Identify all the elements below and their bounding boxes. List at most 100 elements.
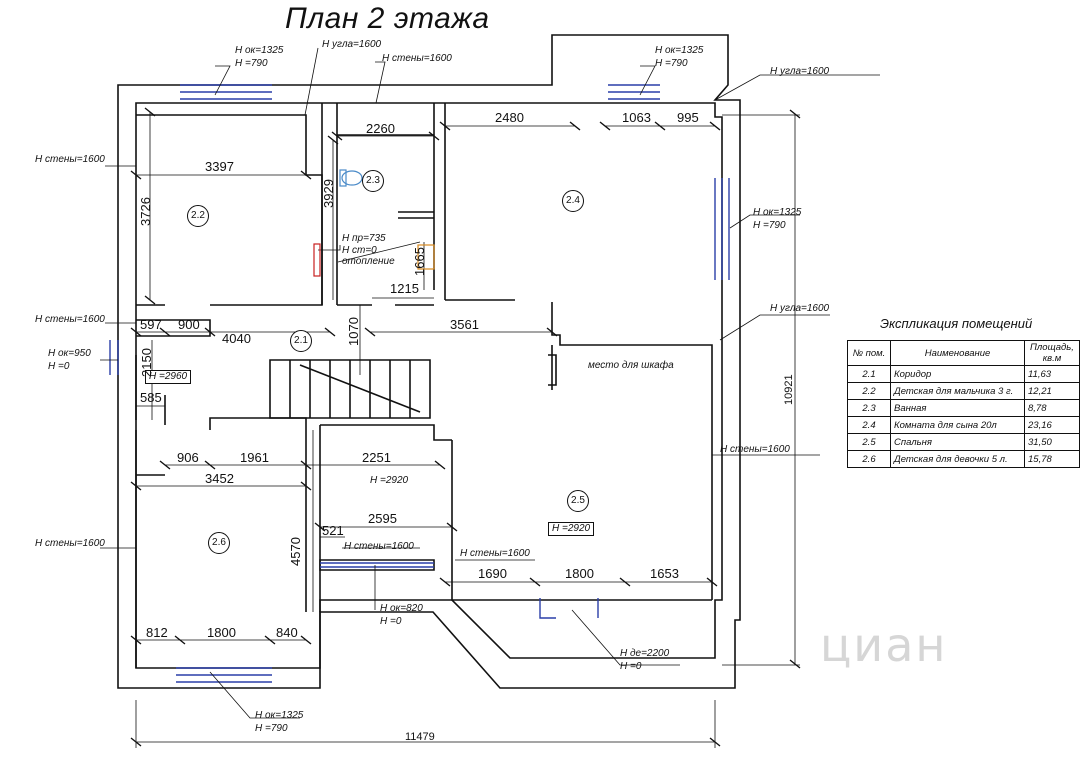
room-marker-2-5: 2.5: [567, 490, 589, 512]
dim-4040: 4040: [222, 331, 251, 346]
label-ok1325-right: H ок=1325: [753, 207, 802, 218]
room-marker-2-3: 2.3: [362, 170, 384, 192]
col-num: № пом.: [847, 340, 891, 366]
window-left: [109, 340, 119, 375]
cell-num: 2.2: [847, 382, 891, 400]
dim-900: 900: [178, 317, 200, 332]
label-steny1600-mid1: H стены=1600: [344, 541, 414, 552]
label-ok1325-bottom: H ок=1325: [255, 710, 304, 721]
label-steny1600-left1: H стены=1600: [35, 154, 105, 165]
room-2-5-walls: [451, 440, 712, 601]
watermark: циан: [820, 618, 948, 672]
dim-812: 812: [146, 625, 168, 640]
inner-wall-outline: [135, 102, 723, 669]
room-2-3-walls: [321, 103, 446, 306]
room-2-2-walls: [136, 114, 323, 306]
cell-area: 15,78: [1024, 450, 1080, 468]
dim-2480: 2480: [495, 110, 524, 125]
sink: [417, 244, 435, 270]
dim-1215: 1215: [390, 281, 419, 296]
dim-1800a: 1800: [565, 566, 594, 581]
explication-title: Экспликация помещений: [880, 316, 1033, 331]
label-steny1600-left2: H стены=1600: [35, 314, 105, 325]
label-ugla1600-right2: H угла=1600: [770, 303, 830, 314]
label-h790-top-a: H =790: [235, 58, 268, 69]
dim-585: 585: [140, 390, 162, 405]
dim-521: 521: [322, 523, 344, 538]
cell-name: Комната для сына 20л: [890, 416, 1025, 434]
radiator: [313, 243, 321, 277]
dim-2595: 2595: [368, 511, 397, 526]
table-row: 2.6 Детская для девочки 5 л. 15,78: [847, 450, 1080, 468]
page-title: План 2 этажа: [285, 2, 490, 35]
cell-name: Спальня: [890, 433, 1025, 451]
height-bedroom: H =2920: [548, 522, 595, 536]
corridor-walls: [136, 319, 452, 441]
dim-3397: 3397: [205, 159, 234, 174]
cell-area: 23,16: [1024, 416, 1080, 434]
cell-num: 2.6: [847, 450, 891, 468]
cell-name: Детская для девочки 5 л.: [890, 450, 1025, 468]
room-2-6-walls: [135, 425, 321, 668]
toilet: [341, 170, 363, 186]
label-wardrobe: место для шкафа: [588, 360, 674, 371]
cell-area: 8,78: [1024, 399, 1080, 417]
table-row: 2.2 Детская для мальчика 3 г. 12,21: [847, 382, 1080, 400]
cell-area: 12,21: [1024, 382, 1080, 400]
dim-3726: 3726: [138, 197, 153, 226]
window-top-left: [180, 84, 272, 100]
label-ok820: H ок=820: [380, 603, 423, 614]
cell-num: 2.4: [847, 416, 891, 434]
label-h0-left: H =0: [48, 361, 70, 372]
cell-area: 11,63: [1024, 365, 1080, 383]
table-row: 2.1 Коридор 11,63: [847, 365, 1080, 383]
room-marker-2-2: 2.2: [187, 205, 209, 227]
label-ugla1600-top: H угла=1600: [322, 39, 382, 50]
room-marker-2-1: 2.1: [290, 330, 312, 352]
cell-name: Коридор: [890, 365, 1025, 383]
label-h0-de: H =0: [620, 661, 642, 672]
cell-name: Ванная: [890, 399, 1025, 417]
label-pr735: H пр=735: [342, 233, 386, 244]
wardrobe-partition: [548, 345, 557, 390]
label-ugla1600-right: H угла=1600: [770, 66, 830, 77]
room-2-4-walls: [445, 299, 713, 600]
dim-10921: 10921: [783, 374, 795, 405]
room-marker-2-6: 2.6: [208, 532, 230, 554]
cell-area: 31,50: [1024, 433, 1080, 451]
room-marker-2-4: 2.4: [562, 190, 584, 212]
dim-2150: 2150: [139, 348, 154, 377]
window-top-right: [608, 84, 660, 100]
table-row: 2.5 Спальня 31,50: [847, 433, 1080, 451]
dim-3561: 3561: [450, 317, 479, 332]
label-h790-top-b: H =790: [655, 58, 688, 69]
dim-1665: 1665: [412, 247, 427, 276]
height-corridor: H =2960: [145, 370, 192, 384]
label-ok1325-top-a: H ок=1325: [235, 45, 284, 56]
dim-906: 906: [177, 450, 199, 465]
dim-1690: 1690: [478, 566, 507, 581]
label-h0-ok820: H =0: [380, 616, 402, 627]
dim-1070: 1070: [346, 317, 361, 346]
window-right: [714, 178, 730, 280]
col-area: Площадь, кв.м: [1024, 340, 1080, 366]
label-ok1325-top-b: H ок=1325: [655, 45, 704, 56]
cell-num: 2.3: [847, 399, 891, 417]
dim-1063: 1063: [622, 110, 651, 125]
dim-3929: 3929: [321, 179, 336, 208]
window-bath: [320, 562, 434, 568]
dim-2251: 2251: [362, 450, 391, 465]
dim-3452: 3452: [205, 471, 234, 486]
dim-840: 840: [276, 625, 298, 640]
dim-4570: 4570: [288, 537, 303, 566]
window-bottom: [176, 667, 272, 683]
door-balcony: [539, 598, 599, 619]
label-steny1600-mid2: H стены=1600: [460, 548, 530, 559]
cell-num: 2.5: [847, 433, 891, 451]
dim-995: 995: [677, 110, 699, 125]
label-de2200: H де=2200: [620, 648, 670, 659]
label-h790-right: H =790: [753, 220, 786, 231]
table-row: 2.4 Комната для сына 20л 23,16: [847, 416, 1080, 434]
dim-11479: 11479: [405, 731, 435, 743]
